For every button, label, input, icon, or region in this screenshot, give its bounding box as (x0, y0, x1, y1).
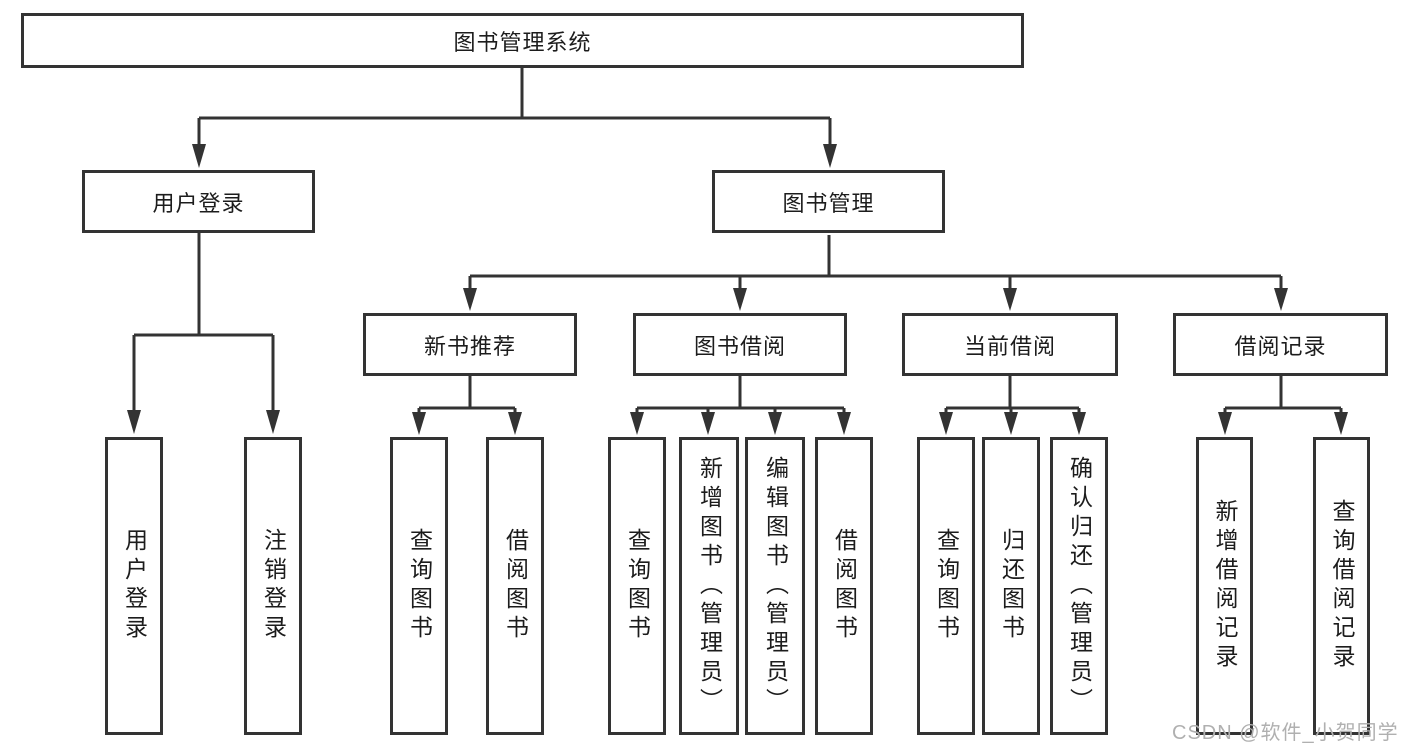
node-user-login-label: 用户登录 (152, 190, 245, 216)
leaf-query-books-recommend: 查询图书 (390, 437, 448, 735)
node-book-management: 图书管理 (712, 170, 945, 233)
node-root-system: 图书管理系统 (21, 13, 1024, 68)
leaf-user-login-label: 用户登录 (121, 528, 148, 644)
watermark: CSDN @软件_小贺同学 (1172, 722, 1399, 744)
leaf-add-borrow-record-label: 新增借阅记录 (1212, 499, 1238, 673)
node-current-borrowing: 当前借阅 (902, 313, 1118, 376)
leaf-add-book-admin-label: 新增图书（管理员） (696, 455, 723, 717)
leaf-logout: 注销登录 (244, 437, 302, 735)
leaf-user-login: 用户登录 (105, 437, 163, 735)
node-root-label: 图书管理系统 (453, 29, 592, 55)
leaf-query-books-borrowing-label: 查询图书 (624, 528, 651, 644)
leaf-borrow-book-recommend: 借阅图书 (486, 437, 544, 735)
node-book-borrowing: 图书借阅 (633, 313, 847, 376)
leaf-borrow-book-recommend-label: 借阅图书 (502, 528, 529, 644)
leaf-borrow-book-label: 借阅图书 (831, 528, 858, 644)
leaf-query-books-recommend-label: 查询图书 (406, 528, 433, 644)
node-new-book-recommend: 新书推荐 (363, 313, 577, 376)
node-borrowing-records: 借阅记录 (1173, 313, 1388, 376)
leaf-logout-label: 注销登录 (260, 528, 287, 644)
leaf-return-book-label: 归还图书 (998, 528, 1025, 644)
leaf-query-books-current: 查询图书 (917, 437, 975, 735)
node-current-borrowing-label: 当前借阅 (963, 333, 1056, 359)
node-book-management-label: 图书管理 (782, 190, 875, 216)
leaf-borrow-book: 借阅图书 (815, 437, 873, 735)
node-book-borrowing-label: 图书借阅 (693, 333, 786, 359)
node-new-book-recommend-label: 新书推荐 (423, 333, 516, 359)
leaf-confirm-return-admin: 确认归还（管理员） (1050, 437, 1108, 735)
node-borrowing-records-label: 借阅记录 (1234, 333, 1327, 359)
node-user-login: 用户登录 (82, 170, 315, 233)
leaf-add-borrow-record: 新增借阅记录 (1196, 437, 1253, 735)
leaf-query-borrow-record-label: 查询借阅记录 (1329, 499, 1355, 673)
arrowheads (127, 144, 1348, 435)
leaf-query-borrow-record: 查询借阅记录 (1313, 437, 1370, 735)
leaf-return-book: 归还图书 (982, 437, 1040, 735)
leaf-edit-book-admin: 编辑图书（管理员） (745, 437, 805, 735)
leaf-confirm-return-admin-label: 确认归还（管理员） (1066, 455, 1093, 717)
leaf-edit-book-admin-label: 编辑图书（管理员） (762, 455, 789, 717)
leaf-query-books-borrowing: 查询图书 (608, 437, 666, 735)
leaf-query-books-current-label: 查询图书 (933, 528, 960, 644)
leaf-add-book-admin: 新增图书（管理员） (679, 437, 739, 735)
